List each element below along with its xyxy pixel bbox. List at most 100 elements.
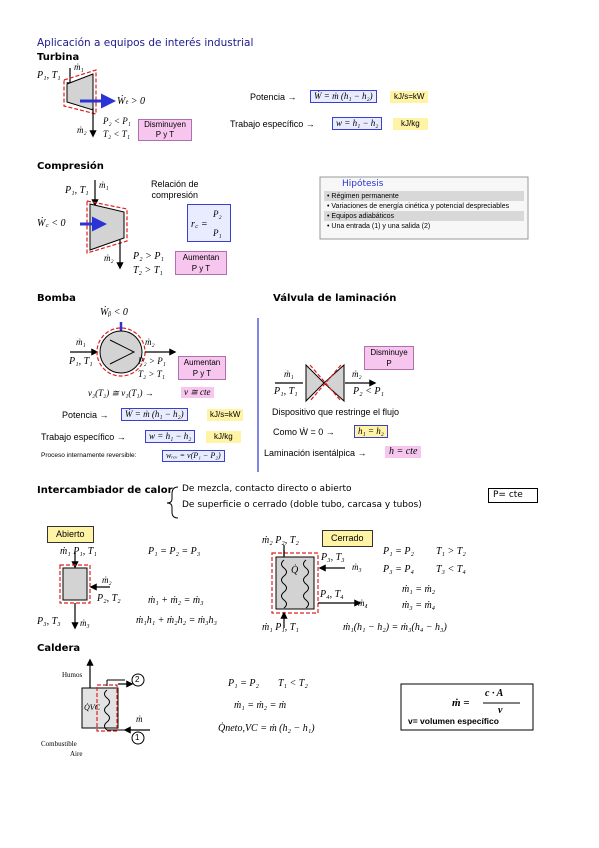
valve-heading: Válvula de laminación — [273, 293, 397, 304]
mass-flow-denominator: v — [498, 705, 503, 716]
boiler-mass-balance: ṁ₁ = ṁ₂ = ṁ — [234, 700, 287, 711]
turbine-pressure-condition: P₂ < P₁ — [103, 116, 131, 126]
pump-temperature-condition: T₂ > T₁ — [138, 369, 165, 379]
hypothesis-item-1: • Régimen permanente — [327, 193, 399, 200]
pump-reversible-formula: wᵣₑᵥ = v(P₁ − P₂) — [162, 450, 225, 462]
valve-enthalpy-equality: h₁ = h₂ — [354, 425, 388, 438]
turbine-power-unit: kJ/s=kW — [390, 91, 429, 103]
closed-inlet3-state: P₃, T₃ — [321, 552, 345, 563]
compressor-outlet-flow: ṁ₂ — [104, 253, 114, 263]
constant-pressure-box: P= cte — [488, 488, 538, 503]
turbine-badge-line1: Disminuyen — [144, 120, 186, 129]
turbine-specific-work-formula: w = h₁ − h₂ — [332, 117, 383, 130]
boiler-diagram — [81, 658, 150, 745]
compressor-pressure-condition: P₂ > P₁ — [133, 251, 164, 262]
closed-heat-transfer: Q̇ — [291, 565, 299, 576]
mass-flow-numerator: c · A — [485, 688, 504, 699]
compression-ratio-symbol: r꜀ = — [191, 219, 208, 230]
hypothesis-item-bg-1 — [324, 191, 524, 201]
compressor-temperature-condition: T₂ > T₁ — [133, 265, 163, 276]
pump-badge-line2: P y T — [192, 369, 212, 378]
valve-description: Dispositivo que restringe el flujo — [272, 407, 400, 417]
heat-exchanger-heading: Intercambiador de calor — [37, 485, 173, 496]
boiler-energy-balance: Q̇neto,VC = ṁ (h₂ − h₁) — [218, 723, 315, 734]
closed-energy-balance: ṁ₁(h₁ − h₂) = ṁ₃(h₄ − h₃) — [343, 622, 447, 633]
valve-badge-line1: Disminuye — [370, 348, 408, 357]
compression-ratio-caption: Relación de compresión — [151, 179, 199, 201]
boiler-flow-label: ṁ — [136, 714, 143, 724]
pump-reversible-label: Proceso internamente reversible: — [41, 452, 137, 459]
types-brace — [166, 486, 179, 519]
valve-diagram — [275, 363, 377, 403]
open-outlet-state: P₃, T₃ — [37, 616, 61, 627]
valve-isenthalpic-formula: h = cte — [385, 446, 422, 458]
boiler-eq-pressure: P₁ = P₂ — [228, 678, 259, 689]
turbine-work-output: Ẇₜ > 0 — [117, 96, 146, 107]
turbine-badge-line2: P y T — [155, 130, 175, 139]
hypothesis-item-2: • Variaciones de energía cinética y pote… — [327, 203, 510, 210]
valve-badge-line2: P — [386, 359, 392, 368]
hypothesis-item-4: • Una entrada (1) y una salida (2) — [327, 223, 431, 230]
compressor-inlet-state: P₁, T₁ — [65, 185, 89, 196]
turbine-specific-work-unit: kJ/kg — [393, 118, 428, 130]
open-exchanger-diagram — [59, 552, 110, 630]
compressor-badge-line1: Aumentan — [182, 253, 220, 262]
boiler-heading: Caldera — [37, 643, 81, 654]
pump-badge-line1: Aumentan — [183, 358, 221, 367]
hypothesis-box-frame — [319, 176, 529, 240]
open-inlet2-flow: ṁ₂ — [102, 575, 112, 585]
turbine-temperature-condition: T₂ < T₁ — [103, 129, 130, 139]
hypothesis-box: Hipótesis • Régimen permanente • Variaci… — [320, 177, 528, 239]
valve-outlet-flow: ṁ₂ — [352, 369, 362, 379]
boiler-eq-temperature: T₁ < T₂ — [278, 678, 308, 689]
boiler-flue-gas-label: Humos — [62, 671, 83, 679]
open-inlet1-state: ṁ₁ P₁, T₁ — [60, 546, 97, 557]
mass-flow-lhs: ṁ = — [452, 697, 470, 709]
pump-heading: Bomba — [37, 293, 76, 304]
pump-inlet-state: P₁, T₁ — [69, 356, 93, 367]
heat-exchanger-type-open: De mezcla, contacto directo o abierto — [182, 484, 352, 494]
closed-eq-temperature-34: T₃ < T₄ — [436, 564, 466, 575]
pump-constant-volume: v ≅ cte — [181, 387, 214, 398]
boiler-heat-label: Q̇VC — [84, 703, 100, 712]
turbine-outlet-flow: ṁ₂ — [77, 125, 87, 135]
compression-ratio-denominator: P₁ — [213, 228, 222, 238]
compressor-increase-badge: Aumentan P y T — [175, 251, 227, 275]
valve-decrease-badge: Disminuye P — [364, 346, 414, 370]
specific-volume-note: v= volumen específico — [408, 716, 499, 726]
compressor-work-input: Ẇ꜀ < 0 — [37, 218, 66, 229]
compression-ratio-box — [187, 204, 231, 242]
boiler-air-label: Aire — [70, 750, 83, 758]
pump-volume-relation: v₂(T₂) ≅ v₁(T₁) → — [88, 388, 154, 398]
pump-pressure-condition: P₂ > P₁ — [138, 356, 166, 366]
compression-ratio-line2: compresión — [151, 190, 199, 200]
valve-inlet-state: P₁, T₁ — [274, 386, 298, 397]
boiler-state-1-marker: 1 — [135, 733, 140, 742]
closed-outlet2-state: ṁ₂ P₂, T₂ — [262, 535, 299, 546]
hypothesis-title: Hipótesis — [342, 179, 384, 189]
turbine-inlet-flow: ṁ₁ — [74, 62, 84, 72]
open-inlet2-state: P₂, T₂ — [97, 593, 121, 604]
open-exchanger-badge: Abierto — [47, 526, 94, 543]
compressor-inlet-flow: ṁ₁ — [99, 180, 109, 190]
pump-specific-work-unit: kJ/kg — [206, 431, 241, 443]
hypothesis-item-bg-3 — [324, 211, 524, 221]
turbine-power-label: Potencia → — [250, 92, 297, 102]
turbine-diagram — [63, 68, 116, 138]
pump-power-label: Potencia → — [62, 410, 109, 420]
turbine-specific-work-label: Trabajo específico → — [230, 119, 315, 129]
turbine-power-formula: Ẇ = ṁ (h₁ − h₂) — [310, 90, 377, 103]
open-mass-balance: ṁ₁ + ṁ₂ = ṁ₃ — [148, 595, 204, 606]
pump-power-unit: kJ/s=kW — [207, 409, 244, 421]
heat-exchanger-type-closed: De superficie o cerrado (doble tubo, car… — [182, 500, 422, 510]
closed-eq-temperature-12: T₁ > T₂ — [436, 546, 466, 557]
open-outlet-flow: ṁ₃ — [80, 618, 90, 628]
turbine-inlet-state: P₁, T₁ — [37, 70, 61, 81]
closed-exchanger-diagram — [271, 545, 362, 628]
boiler-fuel-label: Combustible — [41, 740, 77, 748]
pump-work-input: Ẇᵦ < 0 — [100, 307, 128, 318]
closed-mass-balance-34: ṁ₃ = ṁ₄ — [402, 600, 436, 611]
closed-eq-pressure-34: P₃ = P₄ — [383, 564, 414, 575]
mass-flow-box-frame — [400, 683, 534, 731]
